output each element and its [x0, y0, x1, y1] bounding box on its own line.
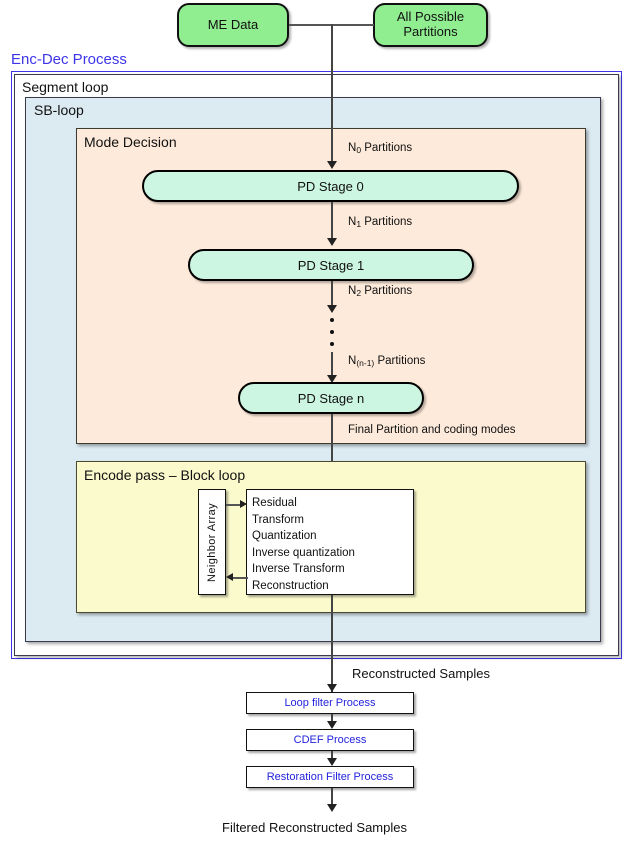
arrow-to-cdef	[327, 721, 337, 729]
block-step-item: Residual	[252, 497, 297, 509]
arrow-to-output	[327, 804, 337, 812]
ellipsis-dot-1	[330, 318, 334, 322]
edge-label-final-partition: Final Partition and coding modes	[348, 424, 516, 436]
spine-stage0-to-stage1	[331, 202, 333, 240]
arrow-to-stagen	[327, 375, 337, 383]
enc-dec-process-frame	[11, 71, 622, 659]
edge-label-n1: N1 Partitions	[348, 216, 413, 229]
edge-label-nn1-tail: Partitions	[374, 355, 426, 367]
all-possible-partitions-node[interactable]: All Possible Partitions	[373, 3, 488, 47]
edge-label-n2: N2 Partitions	[348, 285, 413, 298]
spine-blockloop-to-loopfilter	[331, 595, 333, 692]
arrow-to-restoration	[327, 758, 337, 766]
edge-label-n1-base: N	[348, 216, 357, 228]
block-step-item: Transform	[252, 513, 304, 526]
pd-stage-0-label: PD Stage 0	[297, 178, 364, 194]
block-step-item: Inverse quantization	[252, 546, 355, 559]
edge-label-nn1-sub: (n-1)	[356, 358, 375, 368]
output-label-filtered-reconstructed-samples: Filtered Reconstructed Samples	[222, 820, 407, 835]
restoration-filter-process-node[interactable]: Restoration Filter Process	[246, 766, 414, 788]
ellipsis-dot-2	[330, 330, 334, 334]
me-data-label: ME Data	[207, 16, 259, 32]
all-possible-partitions-label: All Possible Partitions	[396, 9, 465, 39]
pd-stage-1-node[interactable]: PD Stage 1	[188, 249, 474, 281]
edge-label-n0-sub: 0	[356, 145, 362, 155]
sb-loop-title: SB-loop	[34, 102, 84, 118]
edge-label-nn1: N(n-1) Partitions	[348, 355, 426, 368]
neighbor-array-label: Neighbor Array	[206, 502, 218, 582]
cdef-process-node[interactable]: CDEF Process	[246, 729, 414, 751]
block-steps-node[interactable]: Residual Transform Quantization Inverse …	[246, 489, 414, 595]
arrow-to-loopfilter	[327, 684, 337, 692]
edge-label-n0: N0 Partitions	[348, 142, 413, 155]
block-step-item: Reconstruction	[252, 579, 329, 592]
cdef-process-label: CDEF Process	[293, 734, 367, 746]
spine-stagen-to-blockloop	[331, 414, 333, 489]
block-step-item: Quantization	[252, 530, 317, 542]
edge-label-n1-tail: Partitions	[361, 216, 413, 228]
spine-loopfilter-to-cdef	[331, 714, 333, 724]
edge-label-n2-tail: Partitions	[361, 285, 413, 297]
restoration-filter-process-label: Restoration Filter Process	[266, 771, 394, 783]
block-step-item: Inverse Transform	[252, 563, 345, 575]
neighbor-to-block-line	[226, 504, 242, 506]
neighbor-array-node[interactable]: Neighbor Array	[198, 489, 226, 595]
mode-decision-title: Mode Decision	[84, 134, 177, 150]
arrow-to-stage1	[327, 238, 337, 246]
edge-label-n2-sub: 2	[356, 288, 362, 298]
spine-cdef-to-restoration	[331, 751, 333, 762]
edge-label-n1-sub: 1	[356, 219, 362, 229]
spine-ellipsis-to-stagen	[331, 352, 333, 381]
pd-stage-0-node[interactable]: PD Stage 0	[142, 170, 519, 202]
spine-stage1-to-ellipsis	[331, 281, 333, 311]
spine-restoration-to-output	[331, 788, 333, 810]
edge-label-nn1-base: N	[348, 355, 357, 367]
edge-label-n2-base: N	[348, 285, 357, 297]
spine-input-to-stage0	[331, 24, 333, 164]
loop-filter-process-node[interactable]: Loop filter Process	[246, 692, 414, 714]
edge-label-reconstructed-samples: Reconstructed Samples	[352, 666, 491, 681]
neighbor-to-block-arrow	[240, 500, 247, 508]
block-to-neighbor-arrow	[226, 573, 233, 581]
block-to-neighbor-line	[232, 577, 248, 579]
pd-stage-1-label: PD Stage 1	[297, 257, 365, 273]
block-steps-list: Residual Transform Quantization Inverse …	[247, 490, 413, 594]
me-data-node[interactable]: ME Data	[177, 3, 289, 47]
pd-stage-n-node[interactable]: PD Stage n	[238, 382, 424, 414]
arrow-to-ellipsis	[327, 305, 337, 313]
edge-label-n0-base: N	[348, 142, 357, 154]
encode-pass-title: Encode pass – Block loop	[84, 467, 246, 483]
arrow-to-stage0	[327, 161, 337, 169]
pd-stage-n-label: PD Stage n	[297, 390, 365, 406]
loop-filter-process-label: Loop filter Process	[284, 697, 376, 709]
enc-dec-process-title: Enc-Dec Process	[11, 51, 127, 68]
ellipsis-dot-3	[330, 342, 334, 346]
edge-label-n0-tail: Partitions	[361, 142, 413, 154]
segment-loop-title: Segment loop	[22, 79, 109, 95]
